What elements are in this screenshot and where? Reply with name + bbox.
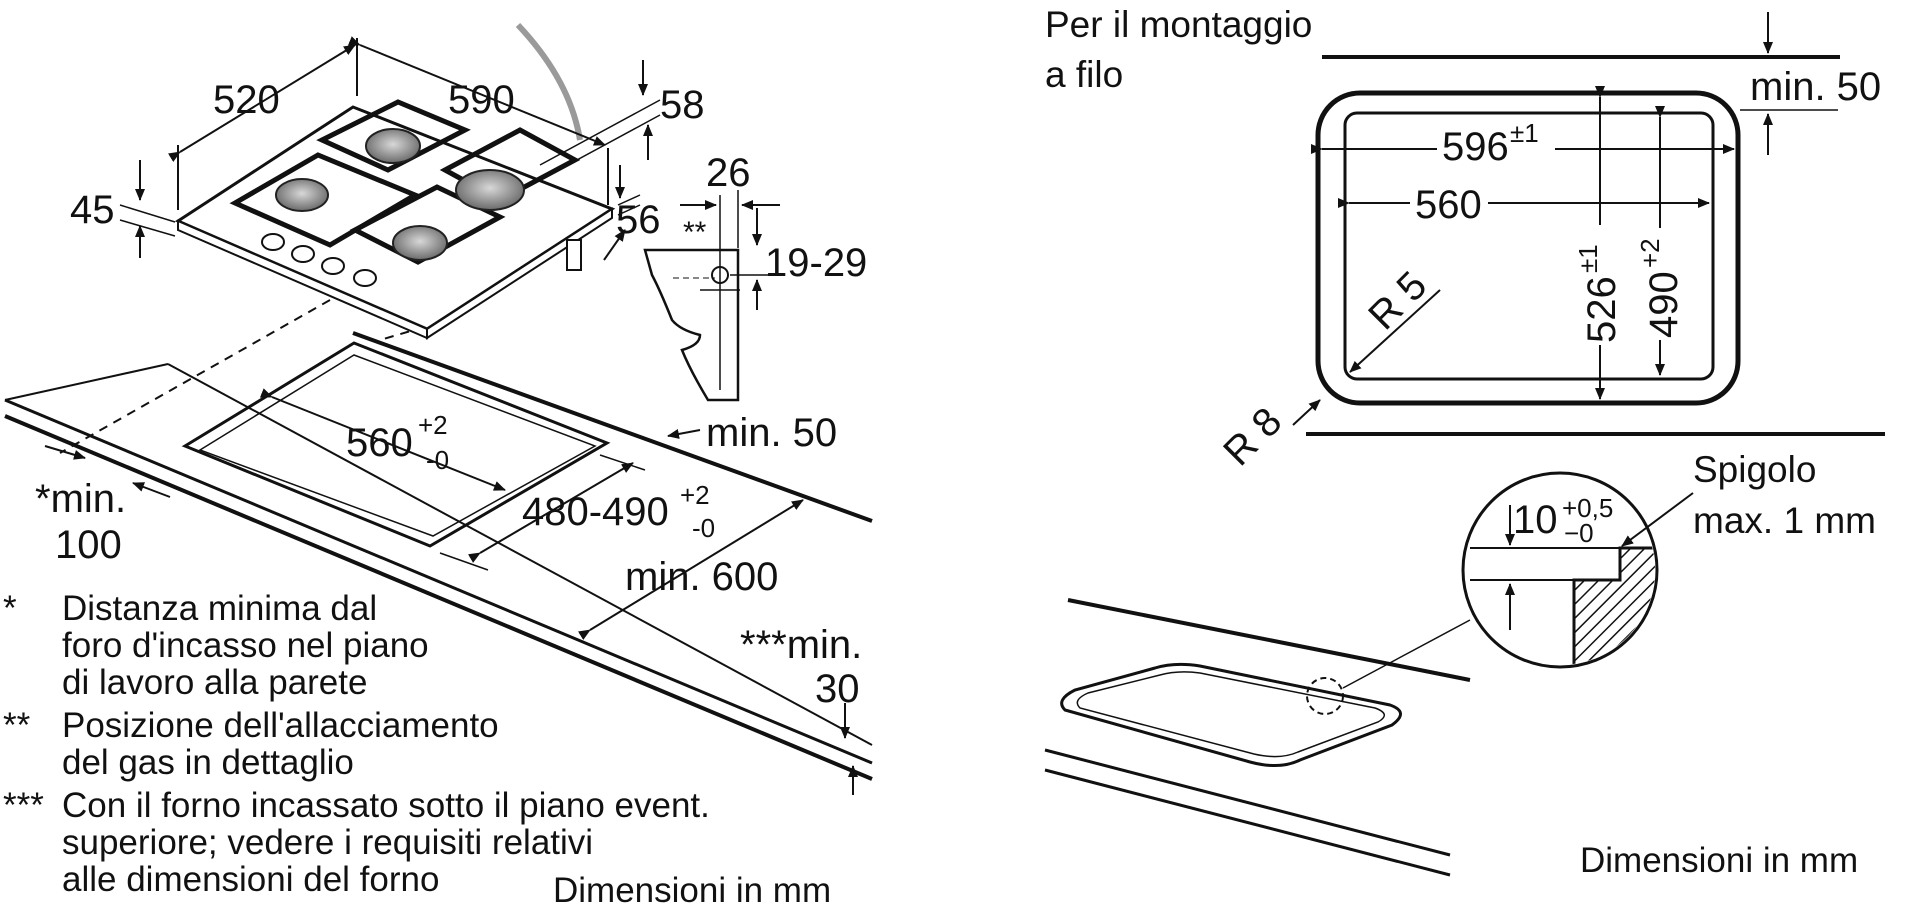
dim-480-490-cutout: 480-490 +2 -0 (522, 480, 715, 543)
dim-min-100-a: *min. (35, 477, 126, 521)
radius-r8: R 8 (1215, 399, 1290, 474)
burner (455, 169, 525, 211)
dim-26: 26 (706, 151, 751, 195)
dim-45: 45 (70, 188, 115, 232)
edge-detail-magnifier (1461, 471, 1694, 669)
units-label-left: Dimensioni in mm (553, 871, 831, 910)
svg-text:596: 596 (1442, 125, 1509, 169)
knob (321, 257, 345, 275)
svg-text:560: 560 (1415, 183, 1482, 227)
dim-490: 490 +2 (1635, 228, 1686, 340)
dim-min-30-a: ***min. (740, 623, 862, 667)
svg-text:+0,5: +0,5 (1562, 493, 1613, 523)
note-2-line: Posizione dell'allacciamento (62, 706, 499, 745)
svg-text:−0: −0 (1564, 518, 1594, 548)
knob (353, 269, 377, 287)
edge-label-1: Spigolo (1693, 449, 1816, 490)
stars-gas-position: ** (683, 216, 707, 249)
note-3-line: superiore; vedere i requisiti relativi (62, 823, 593, 862)
svg-text:10: 10 (1513, 498, 1558, 542)
dim-526: 526 ±1 (1573, 225, 1624, 345)
dim-min-600: min. 600 (625, 555, 778, 599)
svg-text:±1: ±1 (1510, 118, 1539, 148)
flush-mount-title-1: Per il montaggio (1045, 4, 1312, 45)
cutout-dimension-lines (44, 388, 858, 795)
dim-min-100-b: 100 (55, 523, 122, 567)
note-2-mark: ** (3, 706, 31, 745)
burner (392, 225, 448, 261)
burner (275, 178, 329, 212)
note-1-mark: * (3, 589, 17, 628)
gas-connection-detail (643, 190, 780, 402)
note-1-line: Distanza minima dal (62, 589, 377, 628)
flush-countertop-drawing (1044, 598, 1471, 877)
flush-mount-title-2: a filo (1045, 54, 1123, 95)
note-3-mark: *** (3, 786, 44, 825)
note-3-line: alle dimensioni del forno (62, 860, 439, 899)
hob-drawing (174, 22, 616, 340)
svg-text:+2: +2 (418, 410, 448, 440)
svg-text:490: 490 (1642, 271, 1686, 338)
dim-min-30-b: 30 (815, 667, 860, 711)
knob (261, 233, 285, 251)
dim-56: 56 (616, 198, 661, 242)
note-1-line: di lavoro alla parete (62, 663, 367, 702)
flush-cutout-plan (1292, 12, 1885, 436)
svg-text:+2: +2 (1635, 238, 1665, 268)
knob (291, 245, 315, 263)
hob-dimension-lines (119, 36, 661, 261)
edge-label-2: max. 1 mm (1693, 500, 1876, 541)
dim-560-cutout: 560 +2 -0 (346, 410, 449, 475)
dim-10: 10 +0,5 −0 (1513, 493, 1613, 548)
dim-590: 590 (448, 78, 515, 122)
units-label-right: Dimensioni in mm (1580, 841, 1858, 880)
dim-596: 596 ±1 (1437, 118, 1555, 169)
svg-text:-0: -0 (692, 513, 715, 543)
note-2-line: del gas in dettaglio (62, 743, 354, 782)
dim-min-50-left: min. 50 (706, 411, 837, 455)
cutout-opening (181, 341, 611, 548)
dim-min-50-right: min. 50 (1750, 65, 1881, 109)
svg-text:526: 526 (1580, 276, 1624, 343)
svg-text:+2: +2 (680, 480, 710, 510)
burner (365, 128, 421, 164)
dim-520: 520 (213, 78, 280, 122)
dim-560-flush: 560 (1410, 183, 1488, 227)
svg-text:-0: -0 (426, 445, 449, 475)
dim-19-29: 19-29 (765, 241, 867, 285)
svg-text:±1: ±1 (1573, 244, 1603, 273)
svg-text:480-490: 480-490 (522, 490, 669, 534)
note-1-line: foro d'incasso nel piano (62, 626, 429, 665)
footnotes: * Distanza minima dal foro d'incasso nel… (3, 589, 710, 899)
radius-r5: R 5 (1360, 263, 1435, 338)
svg-text:560: 560 (346, 421, 413, 465)
dim-58: 58 (660, 83, 705, 127)
note-3-line: Con il forno incassato sotto il piano ev… (62, 786, 710, 825)
